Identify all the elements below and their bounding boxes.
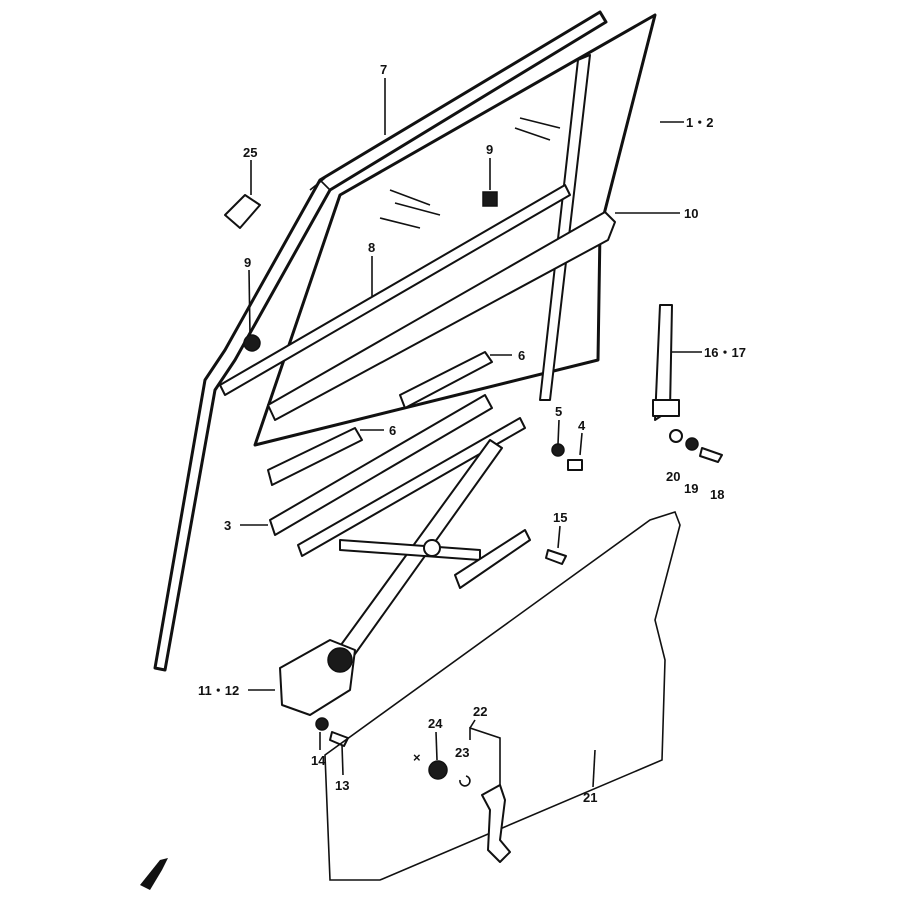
callout-16-17: 16・17 xyxy=(704,345,746,360)
callout-labels: 7 1・2 25 9 10 9 8 6 16・17 5 4 6 20 19 18… xyxy=(198,62,746,805)
clip-25 xyxy=(224,194,261,229)
callout-11-12: 11・12 xyxy=(198,683,239,698)
callout-1-2: 1・2 xyxy=(686,115,713,130)
door-sash-frame xyxy=(153,10,608,672)
callout-14: 14 xyxy=(311,753,326,768)
callout-10: 10 xyxy=(684,206,698,221)
callout-6-upper: 6 xyxy=(518,348,525,363)
door-trim-panel xyxy=(324,511,681,881)
callout-6-lower: 6 xyxy=(389,423,396,438)
fasteners xyxy=(315,429,723,787)
inner-weatherstrip xyxy=(219,184,571,396)
callout-8: 8 xyxy=(368,240,375,255)
callout-15: 15 xyxy=(553,510,567,525)
callout-20: 20 xyxy=(666,469,680,484)
callout-3: 3 xyxy=(224,518,231,533)
door-glass xyxy=(253,13,657,447)
glass-channel-lower xyxy=(267,427,363,486)
callout-22: 22 xyxy=(473,704,487,719)
callout-23: 23 xyxy=(455,745,469,760)
callout-5: 5 xyxy=(555,404,562,419)
clip-9-upper xyxy=(482,191,498,207)
callout-21: 21 xyxy=(583,790,597,805)
callout-24: 24 xyxy=(428,716,443,731)
front-direction-icon xyxy=(140,858,168,890)
clip-9-lower xyxy=(243,334,261,352)
window-crank-handle xyxy=(481,784,511,863)
callout-19: 19 xyxy=(684,481,698,496)
glass-channel-upper xyxy=(399,351,493,409)
callout-9-lower: 9 xyxy=(244,255,251,270)
callout-18: 18 xyxy=(710,487,724,502)
callout-x-mark: × xyxy=(413,750,421,765)
rear-lower-guide xyxy=(652,304,680,421)
callout-4: 4 xyxy=(578,418,586,433)
callout-25: 25 xyxy=(243,145,257,160)
window-regulator xyxy=(279,417,531,716)
leader-lines xyxy=(240,78,702,788)
outer-weatherstrip xyxy=(267,211,616,421)
callout-9-upper: 9 xyxy=(486,142,493,157)
lower-sash-channel xyxy=(269,394,493,536)
callout-13: 13 xyxy=(335,778,349,793)
rear-run-channel xyxy=(539,54,591,401)
callout-7: 7 xyxy=(380,62,387,77)
